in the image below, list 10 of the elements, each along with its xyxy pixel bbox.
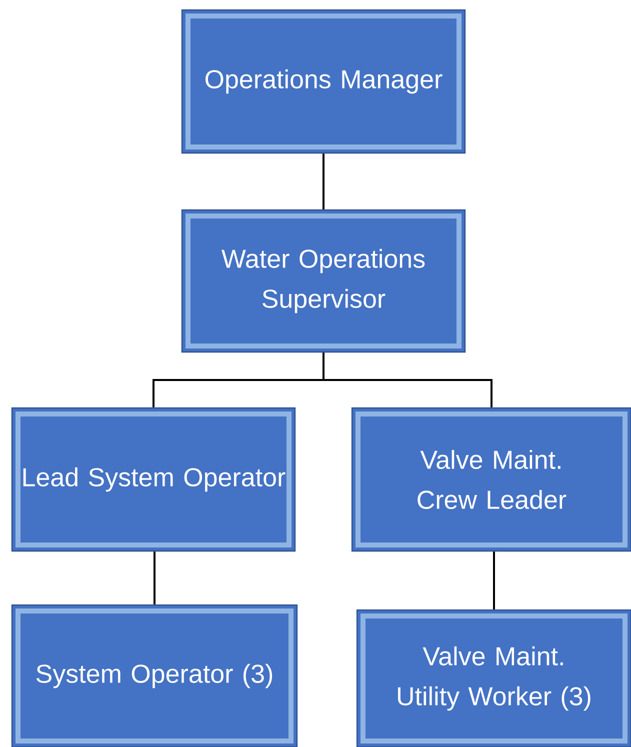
org-box: Valve Maint. Utility Worker (3) [356, 609, 631, 747]
connector-line [154, 552, 156, 604]
org-box: Water Operations Supervisor [181, 209, 466, 353]
org-box: System Operator (3) [11, 604, 298, 747]
org-box: Valve Maint. Crew Leader [351, 407, 631, 552]
connector-line [322, 352, 492, 408]
connector-line [493, 552, 495, 610]
org-box: Lead System Operator [11, 407, 296, 552]
org-box: Operations Manager [181, 9, 466, 154]
connector-line [322, 154, 324, 210]
